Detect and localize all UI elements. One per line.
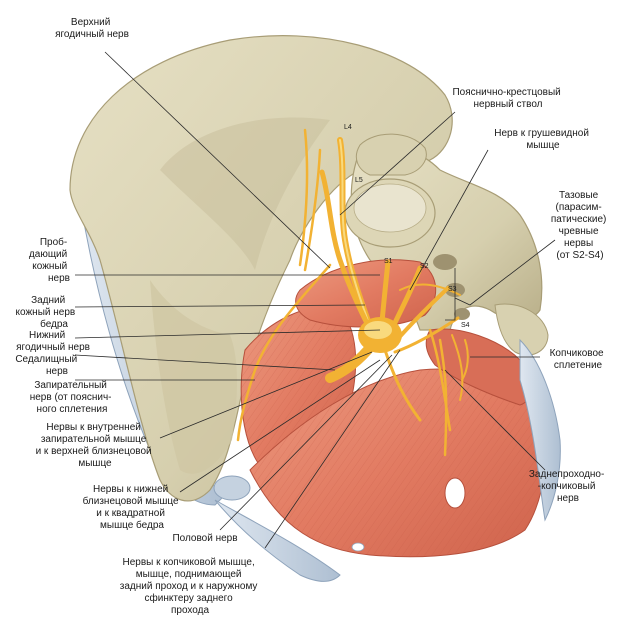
mark-s2: S2: [420, 263, 429, 270]
mark-s1: S1: [384, 258, 393, 265]
mark-l4: L4: [344, 124, 352, 131]
label-lumbosacral-trunk: Пояснично-крестцовый нервный ствол: [452, 87, 563, 110]
coccyx-bone: [494, 303, 549, 356]
coccygeus-muscle: [425, 328, 532, 406]
mark-l5: L5: [355, 177, 363, 184]
sacral-plexus: [236, 128, 469, 457]
l5-disc: [353, 183, 427, 233]
label-nerve-to-piriformis: Нерв к грушевидной мышце: [494, 128, 591, 151]
label-obturator-internus-nerves: Нервы к внутренней запирательной мышце и…: [36, 422, 155, 469]
mark-s3: S3: [448, 286, 457, 293]
perineal-membrane: [214, 499, 341, 582]
label-perforating-cutaneous-nerve: Проб- дающий кожный нерв: [29, 236, 70, 284]
mark-s4: S4: [461, 322, 470, 329]
label-obturator-nerve: Запирательный нерв (от пояснич- ного спл…: [30, 380, 115, 415]
l4-vertebra: [355, 133, 427, 176]
anal-opening: [444, 477, 466, 509]
leader-lines: [74, 51, 556, 549]
label-inferior-gluteal-nerve: Нижний ягодичный нерв: [16, 330, 90, 353]
label-sciatic-nerve: Седалищный нерв: [15, 354, 80, 377]
levator-ani-fibers: [250, 369, 547, 557]
label-inferior-gemellus-nerves: Нервы к нижней близнецовой мышце и к ква…: [83, 484, 182, 531]
label-posterior-femoral-cutaneous-nerve: Задний кожный нерв бедра: [16, 295, 78, 330]
sacral-foramen-1: [433, 254, 457, 270]
ilium-body: [150, 280, 237, 474]
ischial-tuberosity: [213, 475, 251, 501]
label-superior-gluteal-nerve: Верхний ягодичный нерв: [55, 17, 129, 40]
label-pelvic-splanchnic-nerves: Тазовые (парасим- патические) чревные не…: [551, 190, 609, 261]
small-opening: [351, 542, 365, 552]
anococcygeal-ligament: [519, 338, 561, 522]
ilium-fossa-shadow: [160, 117, 330, 270]
label-pudendal-nerve: Половой нерв: [172, 533, 237, 544]
label-coccygeus-levator-nerves: Нервы к копчиковой мышце, мышце, поднима…: [120, 557, 260, 616]
label-coccygeal-plexus: Копчиковое сплетение: [550, 348, 607, 371]
label-anococcygeal-nerve: Заднепроходно- -копчиковый нерв: [529, 469, 607, 504]
